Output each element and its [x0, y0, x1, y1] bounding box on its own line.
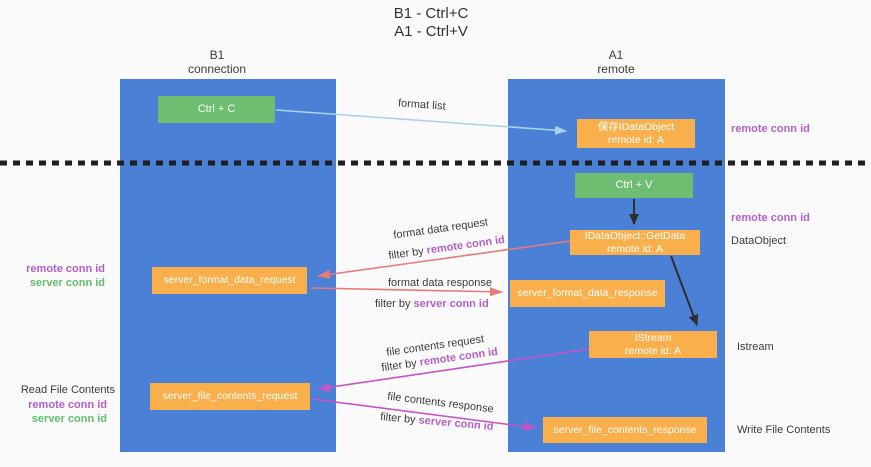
lane-b1-subtitle: connection — [187, 62, 247, 76]
server-format-data-request-label: server_format_data_request — [163, 274, 296, 286]
ctrl-c-label: Ctrl + C — [197, 103, 236, 115]
title-line-2: A1 - Ctrl+V — [394, 23, 468, 40]
remote-conn-id-text: remote conn id — [28, 399, 107, 411]
diagram-title: B1 - Ctrl+C A1 - Ctrl+V — [331, 5, 531, 41]
node-istream: IStream remote id: A — [589, 331, 717, 358]
istream-line1: IStream — [634, 331, 672, 344]
node-getdata: IDataObject::GetData remote id: A — [570, 230, 700, 255]
filter-by-text: filter by — [387, 244, 428, 263]
filter-by-text: filter by — [380, 356, 421, 375]
server-file-contents-request-label: server_file_contents_request — [162, 390, 298, 402]
istream-line2: remote id: A — [624, 344, 682, 357]
node-save-idataobject: 保存IDataObject remote id: A — [577, 119, 695, 148]
getdata-line1: IDataObject::GetData — [584, 229, 686, 242]
node-server-file-contents-request: server_file_contents_request — [150, 383, 310, 410]
lane-header-b1: B1 connection — [117, 48, 317, 76]
right-label-remote-conn-id-1: remote conn id — [731, 123, 810, 135]
left-label-remote-conn-id-1: remote conn id — [20, 263, 105, 275]
server-conn-id-text: server conn id — [418, 414, 495, 433]
ctrl-v-label: Ctrl + V — [615, 179, 653, 191]
server-format-data-response-label: server_format_data_response — [517, 287, 658, 299]
right-label-write-file-contents: Write File Contents — [737, 424, 831, 436]
save-idataobject-line1: 保存IDataObject — [597, 120, 675, 133]
right-label-istream: Istream — [737, 341, 774, 353]
node-ctrl-v: Ctrl + V — [575, 173, 693, 198]
right-label-dataobject: DataObject — [731, 235, 787, 247]
edge-label-format-list: format list — [397, 97, 447, 113]
node-server-file-contents-response: server_file_contents_response — [543, 417, 707, 443]
edge-label-format-data-response: format data response — [388, 277, 492, 289]
remote-conn-id-text: remote conn id — [26, 263, 105, 275]
node-server-format-data-request: server_format_data_request — [152, 267, 307, 294]
lane-header-a1: A1 remote — [516, 48, 716, 76]
filter-by-text: filter by — [375, 298, 414, 310]
left-label-server-conn-id-2: server conn id — [22, 413, 107, 425]
node-ctrl-c: Ctrl + C — [158, 96, 275, 123]
server-conn-id-text: server conn id — [31, 413, 107, 425]
server-conn-id-text: server conn id — [29, 277, 105, 289]
edge-label-filter-server-1: filter by server conn id — [375, 298, 489, 310]
lane-a1-title: A1 — [608, 48, 624, 62]
lane-a1-subtitle: remote — [597, 62, 635, 76]
left-label-remote-conn-id-2: remote conn id — [22, 399, 107, 411]
save-idataobject-line2: remote id: A — [607, 133, 665, 146]
lane-b1-title: B1 — [209, 48, 225, 62]
server-file-contents-response-label: server_file_contents_response — [553, 423, 697, 436]
server-conn-id-text: server conn id — [413, 298, 489, 310]
right-label-remote-conn-id-2: remote conn id — [731, 212, 810, 224]
left-label-server-conn-id-1: server conn id — [20, 277, 105, 289]
title-line-1: B1 - Ctrl+C — [393, 5, 469, 22]
remote-conn-id-text: remote conn id — [425, 233, 506, 257]
remote-conn-id-text: remote conn id — [731, 212, 810, 224]
node-server-format-data-response: server_format_data_response — [510, 280, 665, 307]
edge-label-filter-server-2: filter by server conn id — [380, 411, 494, 433]
remote-conn-id-text: remote conn id — [731, 123, 810, 135]
getdata-line2: remote id: A — [606, 242, 664, 255]
filter-by-text: filter by — [379, 411, 420, 427]
edge-label-file-contents-response: file contents response — [386, 390, 495, 416]
left-label-read-file-contents: Read File Contents — [20, 384, 115, 396]
